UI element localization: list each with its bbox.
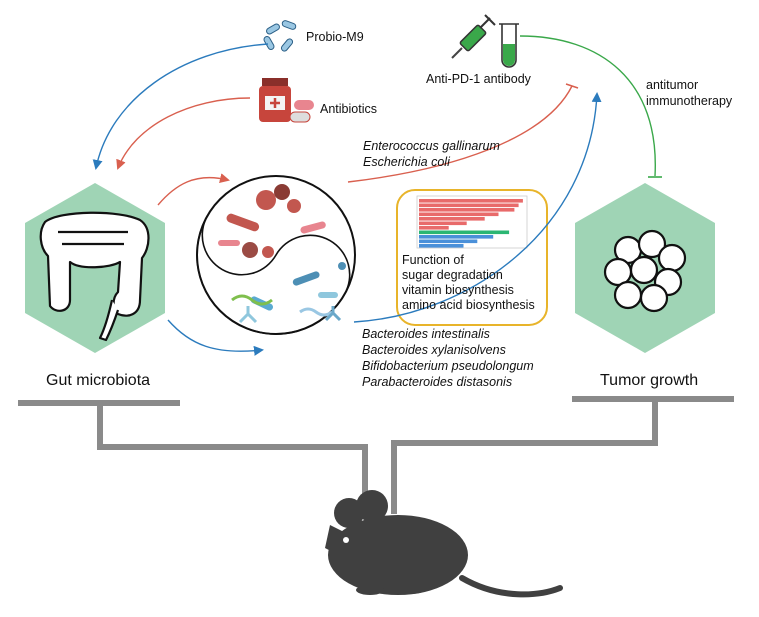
antibiotics-label: Antibiotics [320, 102, 377, 116]
function-bar-8 [419, 230, 510, 235]
arrow-gut-to-harmful [157, 173, 230, 206]
function-bar-1 [419, 199, 523, 203]
function-bars [419, 199, 523, 248]
probio-label: Probio-M9 [306, 30, 364, 44]
gut-microbiota-label: Gut microbiota [46, 372, 151, 389]
beneficial-species-3: Bifidobacterium pseudolongum [362, 359, 534, 373]
beneficial-species-2: Bacteroides xylanisolvens [362, 343, 506, 357]
syringe-icon [451, 14, 496, 59]
antitumor-label-line2: immunotherapy [646, 94, 733, 108]
beneficial-species-4: Parabacteroides distasonis [362, 375, 513, 389]
harmful-species-2: Escherichia coli [363, 155, 450, 169]
harmful-species-1: Enterococcus gallinarum [363, 139, 500, 153]
intestine-icon [39, 211, 150, 342]
function-bar-11 [419, 244, 464, 248]
antibody-label: Anti-PD-1 antibody [426, 72, 531, 86]
mouse-eye [343, 537, 349, 543]
beneficial-species-1: Bacteroides intestinalis [362, 327, 490, 341]
function-bar-6 [419, 221, 467, 226]
function-line-3: vitamin biosynthesis [402, 283, 514, 297]
function-bar-2 [419, 203, 519, 208]
function-line-1: Function of [402, 253, 464, 267]
arrow-beneficial-to-antibody [353, 92, 602, 323]
mouse-icon [325, 490, 563, 598]
arrow-gut-to-beneficial [167, 319, 264, 356]
function-bar-9 [419, 235, 494, 239]
function-line-4: amino acid biosynthesis [402, 298, 535, 312]
function-bar-4 [419, 212, 499, 217]
function-bar-7 [419, 226, 449, 230]
function-bar-3 [419, 208, 515, 212]
balance-scale [18, 396, 734, 514]
antitumor-label-line1: antitumor [646, 78, 699, 92]
tumor-icon [603, 229, 687, 313]
function-bar-5 [419, 217, 485, 221]
inhibit-bar-antibody [565, 83, 579, 89]
inhibit-harmful-to-antibody [347, 85, 573, 183]
inhibit-antibody-to-tumor [519, 35, 656, 177]
microbiota-circle [196, 175, 356, 335]
function-bar-10 [419, 239, 478, 244]
probiotic-icon [263, 20, 297, 52]
arrow-probio-to-gut [92, 43, 269, 170]
test-tube-icon [499, 23, 519, 68]
antibiotics-icon [259, 78, 314, 123]
tumor-growth-label: Tumor growth [600, 372, 699, 389]
function-line-2: sugar degradation [402, 268, 503, 282]
arrow-antibiotics-to-gut [116, 97, 251, 170]
